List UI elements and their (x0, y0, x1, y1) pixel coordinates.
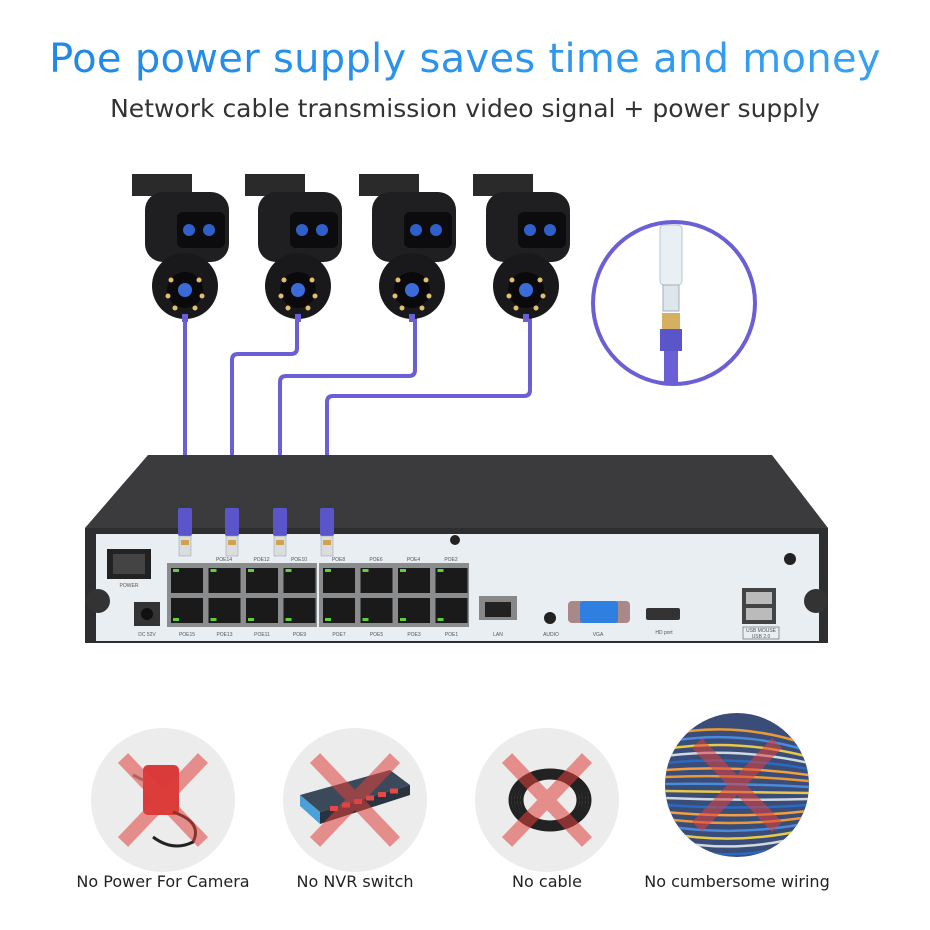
rj45-connector-inset (591, 220, 757, 386)
page-title: Poe power supply saves time and money (0, 36, 930, 82)
rj45-plug-4 (320, 508, 334, 557)
poe-port (283, 568, 316, 593)
rj45-plug-1 (178, 508, 192, 557)
rj45-plug-3 (273, 508, 287, 557)
wiring-rack-icon (665, 713, 809, 857)
lan-label: LAN (493, 632, 503, 638)
feature-label-no-power: No Power For Camera (76, 872, 250, 891)
network-switch-icon (283, 728, 427, 872)
camera-1 (132, 174, 229, 322)
ethernet-cables (183, 318, 532, 520)
port-label-bottom: POE9 (293, 632, 307, 638)
port-label-top: POE10 (291, 557, 307, 563)
dc-label: DC 52V (138, 632, 156, 638)
port-label-bottom: POE3 (407, 632, 421, 638)
power-label: POWER (120, 583, 139, 589)
port-label-top: POE6 (369, 557, 383, 563)
coax-cable-icon (475, 728, 619, 872)
camera-4 (473, 174, 570, 322)
port-label-top: POE8 (332, 557, 346, 563)
cross-icon (117, 753, 209, 847)
poe-port (171, 568, 203, 593)
cable-2 (230, 318, 299, 520)
audio-label: AUDIO (543, 632, 559, 638)
feature-label-no-wiring: No cumbersome wiring (644, 872, 830, 891)
poe-port (435, 568, 468, 593)
poe-port (246, 568, 278, 593)
port-label-top: POE12 (253, 557, 269, 563)
port-label-bottom: POE13 (216, 632, 232, 638)
camera-3 (359, 174, 456, 322)
hdmi-port (646, 608, 680, 620)
poe-port (398, 568, 430, 593)
audio-jack (544, 612, 556, 624)
port-label-bottom: POE15 (179, 632, 195, 638)
feature-label-no-cable: No cable (512, 872, 582, 891)
port-label-top: POE2 (444, 557, 458, 563)
poe-port (323, 568, 355, 593)
feature-label-no-switch: No NVR switch (296, 872, 414, 891)
port-label-bottom: POE7 (332, 632, 346, 638)
port-label-bottom: POE11 (254, 632, 270, 638)
usb-label-2: USB 2.0 (752, 634, 771, 640)
cross-icon (309, 753, 401, 847)
cross-icon (501, 753, 593, 847)
cable-3 (278, 318, 417, 520)
port-label-bottom: POE5 (370, 632, 384, 638)
nvr-recorder: POWER DC 52V LAN AUDIO VGA HD port USB M… (85, 455, 828, 643)
vga-label: VGA (593, 632, 604, 638)
port-label-top: POE14 (216, 557, 232, 563)
cross-icon (691, 738, 783, 832)
port-label-bottom: POE1 (445, 632, 459, 638)
poe-port (208, 568, 241, 593)
cable-4 (325, 318, 532, 520)
camera-2 (245, 174, 342, 322)
port-label-top: POE4 (407, 557, 421, 563)
hdmi-label: HD port (655, 630, 673, 636)
page-subtitle: Network cable transmission video signal … (110, 94, 820, 123)
usb-label-1: USB MOUSE (746, 628, 777, 634)
power-adapter-icon (91, 728, 235, 872)
rj45-plug-2 (225, 508, 239, 557)
vga-port (580, 601, 618, 623)
poe-port (360, 568, 393, 593)
